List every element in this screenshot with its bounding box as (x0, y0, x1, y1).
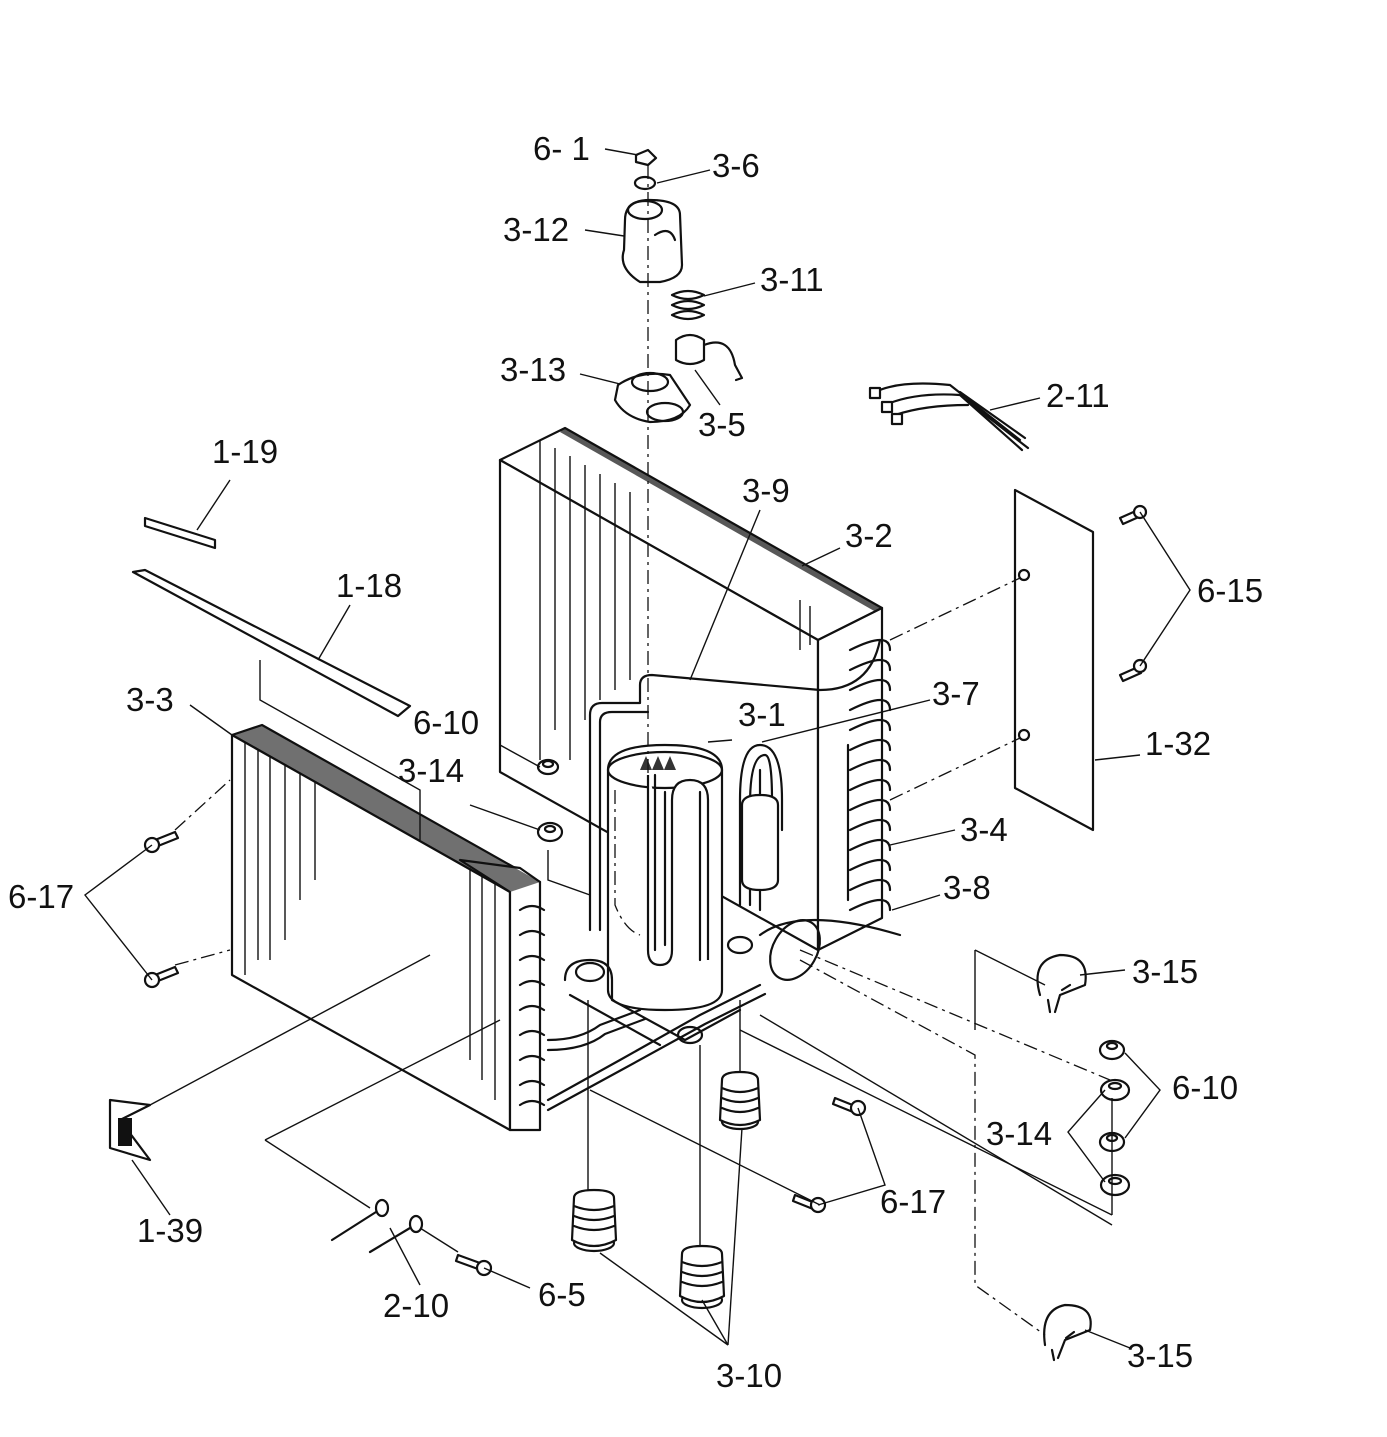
callout-6-5: 6-5 (538, 1276, 586, 1313)
callout-1-32: 1-32 (1145, 725, 1211, 762)
callout-3-7: 3-7 (932, 675, 980, 712)
callout-6-10-right: 6-10 (1172, 1069, 1238, 1106)
callout-6-15: 6-15 (1197, 572, 1263, 609)
callout-6-17-left: 6-17 (8, 878, 74, 915)
top-strips (131, 516, 421, 840)
side-panel (889, 488, 1095, 832)
sensors (264, 1019, 501, 1254)
refrigerant-piping (546, 638, 902, 1112)
callout-3-15-top: 3-15 (1132, 953, 1198, 990)
callout-1-18: 1-18 (336, 567, 402, 604)
callout-2-11: 2-11 (1046, 377, 1110, 414)
wire-harness (868, 382, 1030, 452)
compressor (606, 743, 780, 1012)
callout-3-13: 3-13 (500, 351, 566, 388)
callout-3-3: 3-3 (126, 681, 174, 718)
callout-1-39: 1-39 (137, 1212, 203, 1249)
callout-3-14-top: 3-14 (398, 752, 464, 789)
callout-3-12: 3-12 (503, 211, 569, 248)
callout-1-19: 1-19 (212, 433, 278, 470)
assembly-lines (419, 850, 1113, 1336)
callout-6-17-right: 6-17 (880, 1183, 946, 1220)
callout-6-1: 6- 1 (533, 130, 590, 167)
callout-3-6: 3-6 (712, 147, 760, 184)
fasteners (143, 504, 1148, 1277)
callout-3-1: 3-1 (738, 696, 786, 733)
callout-3-10: 3-10 (716, 1357, 782, 1394)
callout-3-8: 3-8 (943, 869, 991, 906)
evaporator-coil-front (230, 723, 546, 1132)
vibration-isolators (570, 1000, 762, 1310)
callout-3-15-bottom: 3-15 (1127, 1337, 1193, 1374)
condenser-coil-rear (498, 426, 884, 952)
callout-3-4: 3-4 (960, 811, 1008, 848)
base-frame (563, 935, 754, 1047)
callout-labels: 6- 1 3-6 3-12 3-11 3-13 3-5 2-11 1-19 3-… (8, 130, 1263, 1394)
callout-2-10: 2-10 (383, 1287, 449, 1324)
callout-3-2: 3-2 (845, 517, 893, 554)
bracket (108, 954, 431, 1162)
callout-6-10-top: 6-10 (413, 704, 479, 741)
callout-3-5: 3-5 (698, 406, 746, 443)
callout-3-11: 3-11 (760, 261, 824, 298)
clamps (1036, 953, 1092, 1362)
leader-lines (84, 148, 1191, 1349)
terminal-cover-assembly (613, 148, 744, 790)
callout-3-14-right: 3-14 (986, 1115, 1052, 1152)
callout-3-9: 3-9 (742, 472, 790, 509)
